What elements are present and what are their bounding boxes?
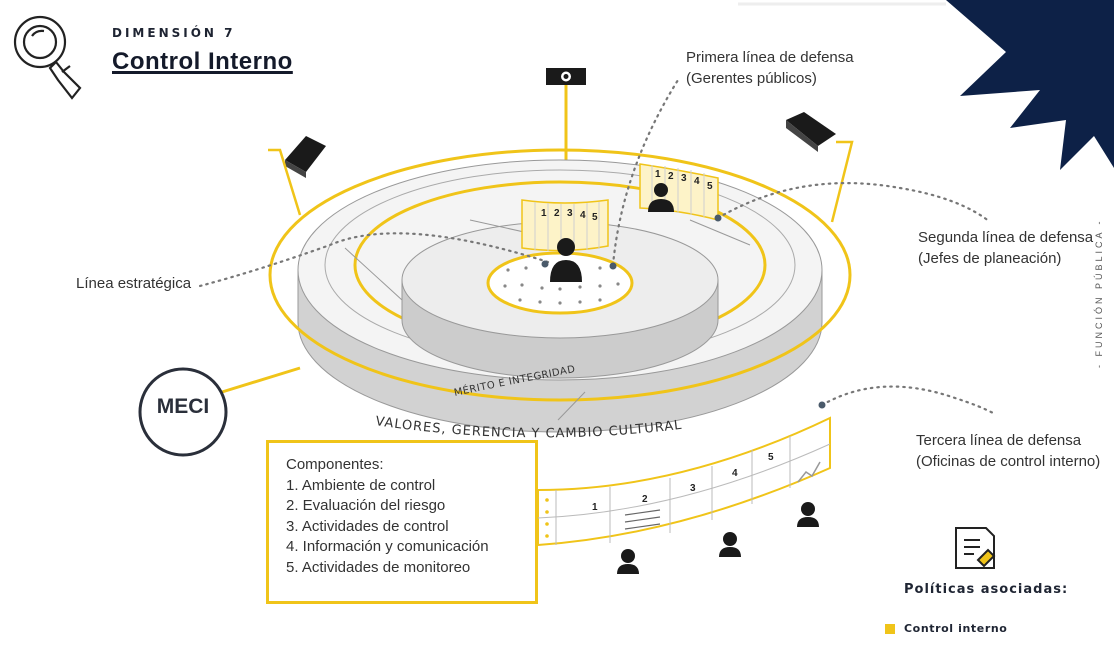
right-bracket [830,140,854,223]
front-panel-number: 4 [732,468,738,479]
first-line-panel-number: 5 [707,181,713,192]
meci-connector [221,366,301,394]
second-line-callout: Segunda línea de defensa (Jefes de plane… [918,227,1093,269]
first-line-panel-number: 2 [668,171,674,182]
component-item: 1. Ambiente de control [286,476,436,494]
first-line-panel-number: 3 [681,173,687,184]
center-panel-number: 5 [592,212,598,223]
first-line-title: Primera línea de defensa [686,49,854,66]
first-line-person-icon [648,183,674,212]
policy-item: Control interno [885,622,1007,635]
outer-yellow-ring [268,148,852,402]
center-dots [503,266,620,305]
center-panel-number: 3 [567,208,573,219]
component-item: 4. Información y comunicación [286,538,489,555]
navy-starburst [946,0,1114,170]
components-title: Componentes: [286,456,384,473]
side-vertical-text: - FUNCIÓN PÚBLICA - [1094,218,1104,368]
second-line-subtitle: (Jefes de planeación) [918,250,1062,267]
strategic-line-callout: Línea estratégica [76,273,191,294]
center-panel [521,199,609,252]
camera-icon [546,68,586,85]
third-line-callout: Tercera línea de defensa (Oficinas de co… [916,430,1100,472]
callout-lines [198,78,997,416]
meci-badge [138,367,228,457]
policy-document-icon [955,527,996,569]
policies-heading: Políticas asociadas: [904,582,1069,597]
front-panel-number: 3 [690,483,696,494]
center-panel-number: 2 [554,208,560,219]
disc-dividers [344,219,751,421]
component-item: 2. Evaluación del riesgo [286,497,446,514]
callout-endpoints [541,214,826,409]
magnifier-icon [13,15,82,100]
policy-label: Control interno [904,622,1008,635]
first-line-callout: Primera línea de defensa (Gerentes públi… [686,47,854,89]
component-item: 5. Actividades de monitoreo [286,558,471,576]
front-panel-number: 1 [592,502,598,513]
component-item: 3. Actividades de control [286,517,449,535]
third-line-subtitle: (Oficinas de control interno) [916,453,1101,470]
policy-swatch [885,623,895,634]
left-bracket [268,148,302,216]
center-person-icon [550,238,582,282]
first-line-panel-number: 1 [655,169,661,180]
second-line-title: Segunda línea de defensa [918,229,1094,246]
meci-label: MECI [156,395,210,418]
front-panel-number: 5 [768,452,774,463]
first-line-subtitle: (Gerentes públicos) [686,70,817,87]
front-panel-number: 2 [642,494,648,505]
first-line-panel-number: 4 [694,176,700,187]
third-line-title: Tercera línea de defensa [916,432,1082,449]
center-panel-number: 4 [580,210,586,221]
components-box: Componentes: 1. Ambiente de control 2. E… [266,440,538,604]
page-title: Control Interno [112,48,293,75]
projector-left-icon [285,136,326,178]
front-panel [537,416,831,547]
projector-right-icon [786,112,836,152]
dimension-label: DIMENSIÓN 7 [112,26,236,40]
strategic-line-label: Línea estratégica [76,275,192,292]
center-panel-number: 1 [541,208,547,219]
